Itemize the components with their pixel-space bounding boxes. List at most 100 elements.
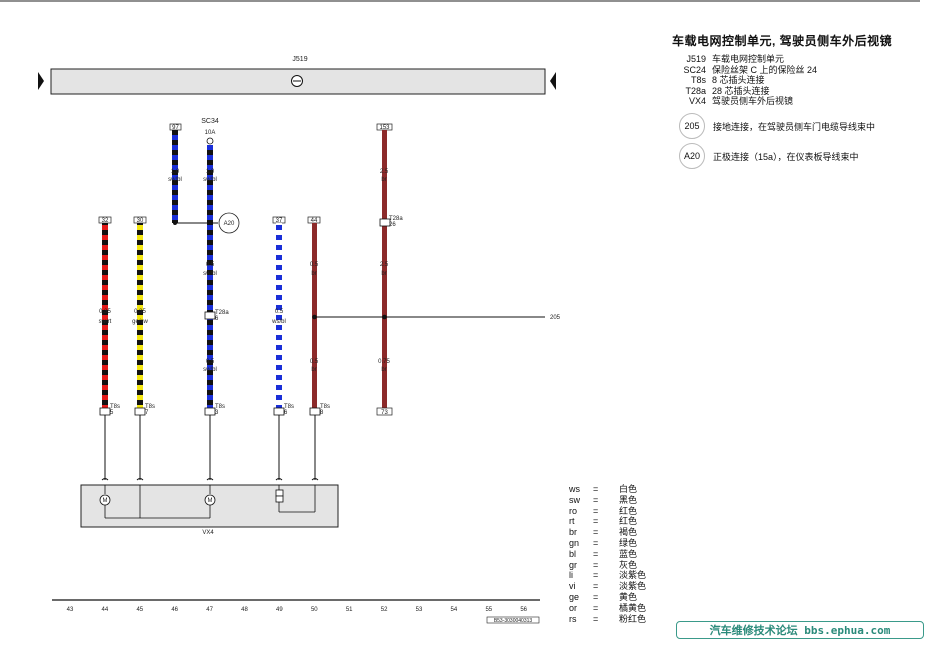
svg-text:T8s: T8s bbox=[215, 404, 225, 410]
color-legend-row: vi=淡紫色 bbox=[569, 581, 646, 592]
color-abbr: li bbox=[569, 570, 573, 581]
color-abbr: gn bbox=[569, 537, 580, 548]
color-name: 蓝色 bbox=[619, 548, 638, 559]
ground-ref: 205 bbox=[550, 315, 561, 321]
wire-labels: 1.0 sw/bl 1.0 sw/bl 2.5 br 0.35 sw/rt 0.… bbox=[99, 169, 391, 373]
color-name: 红色 bbox=[619, 505, 638, 516]
color-name: 橘黄色 bbox=[619, 602, 647, 613]
equals-sign: = bbox=[593, 527, 599, 538]
fuse-sc34: SC34 10A bbox=[201, 118, 219, 145]
scale-label: 52 bbox=[381, 607, 388, 613]
color-legend-row: sw=黑色 bbox=[569, 495, 646, 506]
svg-text:sw/bl: sw/bl bbox=[168, 177, 182, 183]
svg-text:sw/bl: sw/bl bbox=[203, 177, 217, 183]
svg-text:br: br bbox=[311, 367, 316, 373]
svg-text:6: 6 bbox=[215, 316, 219, 322]
bottom-connectors: T8s 5 T8s 7 T8s 3 T8s 6 T8s 8 73 bbox=[99, 404, 393, 416]
svg-text:br: br bbox=[381, 177, 386, 183]
fuse-icon bbox=[206, 137, 214, 145]
thin-wires bbox=[101, 415, 319, 481]
svg-text:T8s: T8s bbox=[110, 404, 120, 410]
equals-sign: = bbox=[593, 494, 599, 505]
color-name: 灰色 bbox=[619, 559, 638, 570]
color-name: 白色 bbox=[619, 484, 638, 494]
svg-text:sw/bl: sw/bl bbox=[203, 271, 217, 277]
equals-sign: = bbox=[593, 484, 599, 494]
equals-sign: = bbox=[593, 602, 599, 613]
color-name: 褐色 bbox=[619, 527, 638, 538]
color-legend-row: ge=黄色 bbox=[569, 592, 646, 603]
color-abbr: gr bbox=[569, 559, 578, 570]
color-legend-row: or=橘黄色 bbox=[569, 603, 646, 614]
mid-connectors: T28a 6 T28a 26 bbox=[204, 216, 403, 322]
equals-sign: = bbox=[593, 559, 599, 570]
color-abbr: rt bbox=[569, 516, 575, 527]
color-legend-row: rs=粉红色 bbox=[569, 614, 646, 625]
color-abbr: ro bbox=[569, 505, 578, 516]
scale-label: 46 bbox=[171, 607, 178, 613]
wires: 205 bbox=[102, 130, 561, 408]
wire-fuse bbox=[207, 145, 213, 408]
svg-text:0.5: 0.5 bbox=[275, 309, 284, 315]
svg-text:6: 6 bbox=[284, 410, 288, 416]
figure-id: B53-3030040313 bbox=[494, 618, 533, 624]
wire-swrt bbox=[102, 223, 108, 408]
svg-text:26: 26 bbox=[389, 222, 396, 228]
svg-text:sw/bl: sw/bl bbox=[203, 367, 217, 373]
svg-text:T8s: T8s bbox=[145, 404, 155, 410]
scale-label: 45 bbox=[136, 607, 143, 613]
equals-sign: = bbox=[593, 570, 599, 581]
scale-label: 49 bbox=[276, 607, 283, 613]
connector-a20: A20 bbox=[218, 212, 240, 234]
svg-text:1.0: 1.0 bbox=[171, 169, 180, 175]
motor-icon: M bbox=[103, 498, 108, 504]
arrow-left-icon bbox=[38, 72, 44, 90]
svg-text:30: 30 bbox=[137, 218, 144, 224]
equals-sign: = bbox=[593, 581, 599, 592]
wire-br-153 bbox=[382, 130, 387, 408]
svg-text:7: 7 bbox=[145, 410, 149, 416]
svg-text:2.5: 2.5 bbox=[380, 169, 389, 175]
svg-text:SC34: SC34 bbox=[201, 118, 219, 125]
svg-text:sw/rt: sw/rt bbox=[99, 319, 112, 325]
svg-text:0.5: 0.5 bbox=[310, 359, 319, 365]
svg-text:3: 3 bbox=[215, 410, 219, 416]
svg-text:44: 44 bbox=[311, 218, 318, 224]
mirror-label: VX4 bbox=[202, 530, 214, 536]
svg-text:T28a: T28a bbox=[215, 310, 229, 316]
equals-sign: = bbox=[593, 537, 599, 548]
color-legend-row: ro=红色 bbox=[569, 506, 646, 517]
color-abbr: bl bbox=[569, 548, 577, 559]
scale-label: 43 bbox=[67, 607, 74, 613]
color-name: 红色 bbox=[619, 516, 638, 527]
equals-sign: = bbox=[593, 516, 599, 527]
svg-text:br: br bbox=[311, 271, 316, 277]
scale-label: 55 bbox=[485, 607, 492, 613]
watermark: 汽车维修技术论坛 bbs.ephua.com bbox=[676, 621, 924, 639]
legend-title: 车载电网控制单元, 驾驶员侧车外后视镜 bbox=[672, 34, 893, 48]
color-abbr: vi bbox=[569, 581, 576, 592]
svg-text:2.5: 2.5 bbox=[380, 262, 389, 268]
scale-label: 47 bbox=[206, 607, 213, 613]
svg-text:0.35: 0.35 bbox=[99, 309, 111, 315]
color-legend-row: ws=白色 bbox=[569, 484, 646, 495]
svg-text:0.35: 0.35 bbox=[134, 309, 146, 315]
svg-text:T28a: T28a bbox=[389, 216, 403, 222]
svg-text:8: 8 bbox=[320, 410, 324, 416]
wire-97 bbox=[172, 130, 178, 223]
svg-text:br: br bbox=[381, 367, 386, 373]
color-legend-row: rt = 红色 bbox=[569, 516, 646, 527]
arrow-right-icon bbox=[550, 72, 556, 90]
color-legend-row: bl=蓝色 bbox=[569, 549, 646, 560]
scale-label: 44 bbox=[102, 607, 109, 613]
top-terminals: 97 32 30 37 44 153 bbox=[98, 123, 393, 224]
